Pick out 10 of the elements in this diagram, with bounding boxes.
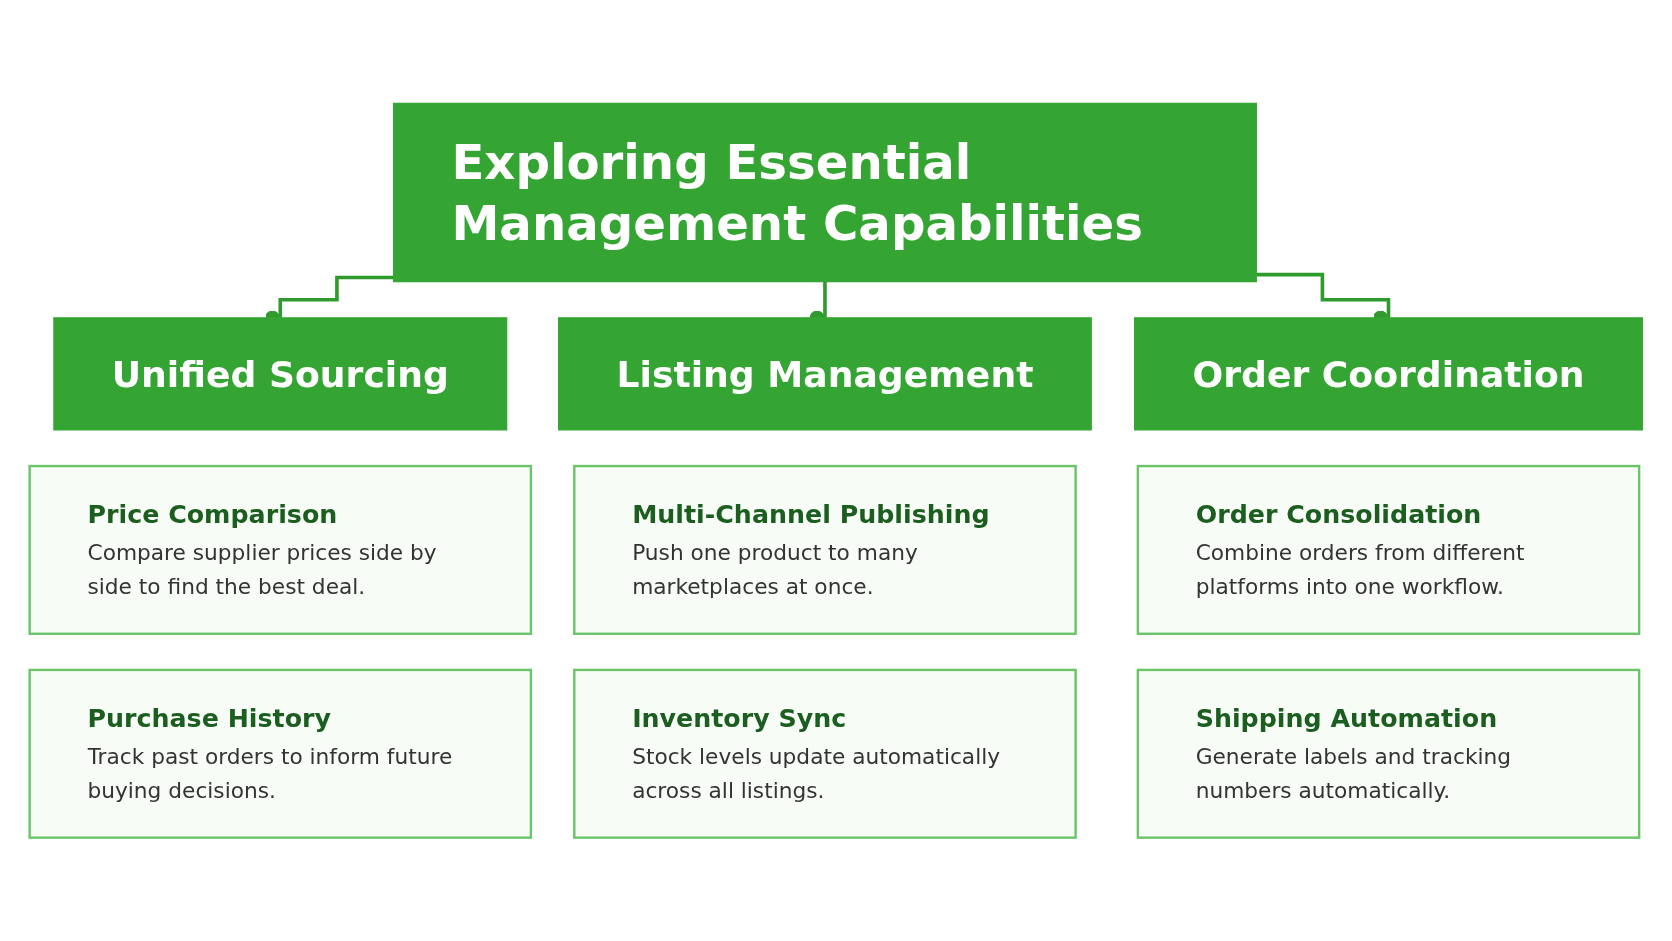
node-box: Unified Sourcing: [53, 317, 508, 431]
node-box: Inventory Sync Stock levels update automatically across all listings.: [573, 668, 1077, 839]
node-box: Multi-Channel Publishing Push one product to many marketplaces at once.: [573, 464, 1077, 635]
node-box: Purchase History Track past orders to inform future buying decisions.: [28, 668, 533, 839]
node-box: Listing Management: [558, 317, 1092, 431]
node-box: Price Comparison Compare supplier prices side by side to find the best deal.: [28, 464, 533, 635]
node-box: Order Consolidation Combine orders from different platforms into one workflow.: [1136, 464, 1641, 635]
node-box: Shipping Automation Generate labels and tracking numbers automatically.: [1136, 668, 1641, 839]
node-box: Exploring Essential Management Capabilities: [392, 102, 1257, 283]
node-box: Order Coordination: [1134, 317, 1643, 431]
